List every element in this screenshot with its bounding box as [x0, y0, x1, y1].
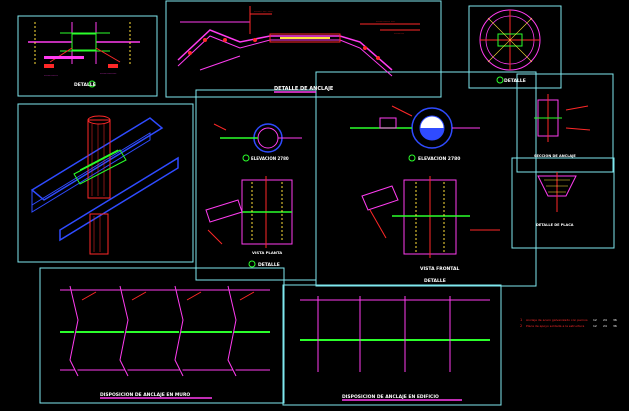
isometric-drawing — [30, 115, 179, 255]
svg-text:------ --- ----: ------ --- ---- — [254, 9, 273, 13]
legend-table: 1 Anclaje de acero galvanizado con perno… — [520, 318, 617, 328]
frame-isometric[interactable] — [17, 103, 194, 263]
legend-mark: 2 — [520, 324, 522, 328]
svg-text:-----------: ----------- — [44, 73, 59, 77]
center-left-drawing: ELEVACION 2780 VISTA PLANTA DETALLE — [205, 123, 302, 268]
frame-detail-a[interactable] — [17, 15, 158, 97]
legend-row: 1 Anclaje de acero galvanizado con perno… — [520, 318, 617, 322]
frame-right-upper[interactable] — [516, 73, 614, 173]
legend-mark: 1 — [520, 318, 522, 322]
detail-b-title: DETALLE — [504, 78, 526, 84]
legend-q2: 24 — [603, 318, 607, 322]
legend-q3: 36 — [613, 318, 617, 322]
layout-right-drawing: DISPOSICION DE ANCLAJE EN EDIFICIO — [300, 296, 490, 401]
plan-circle-drawing: DETALLE — [479, 9, 541, 84]
layout-left-title: DISPOSICION DE ANCLAJE EN MURO — [100, 392, 190, 398]
anchor-detail-title: DETALLE DE ANCLAJE — [274, 86, 334, 92]
layout-right-title: DISPOSICION DE ANCLAJE EN EDIFICIO — [342, 394, 439, 400]
layout-left-drawing: DISPOSICION DE ANCLAJE EN MURO — [60, 285, 270, 399]
svg-text:-------------: ------------- — [100, 71, 117, 75]
legend-row: 2 Placa de apoyo soldada a la estructura… — [520, 324, 617, 328]
elevation-2-title: ELEVACION 2780 — [418, 156, 460, 162]
detail-a-title: DETALLE — [74, 82, 96, 88]
viewport-frames — [17, 0, 615, 406]
svg-text:--------: -------- — [394, 31, 405, 35]
detail-d-title: DETALLE — [424, 278, 446, 284]
detail-c-title: DETALLE — [258, 262, 280, 268]
legend-q1: 12 — [593, 318, 597, 322]
elevation-1-title: ELEVACION 2780 — [251, 156, 289, 161]
frame-bottom-right[interactable] — [282, 284, 502, 406]
frame-anchor-detail[interactable] — [165, 0, 442, 98]
detail-a-drawing: ----------- ------------- DETALLE — [28, 22, 140, 88]
legend-q2: 24 — [603, 324, 607, 328]
legend-q3: 36 — [613, 324, 617, 328]
frame-top-right[interactable] — [468, 5, 562, 89]
section-right-title: SECCION DE ANCLAJE — [534, 154, 576, 158]
frame-center[interactable] — [315, 71, 537, 287]
anchor-detail-drawing: ------ --- ---- ----------- --- --------… — [177, 6, 420, 93]
frame-right-lower[interactable] — [511, 157, 615, 249]
frame-bottom-left[interactable] — [39, 267, 285, 404]
plan-view-title: VISTA PLANTA — [252, 250, 282, 255]
front-view-title: VISTA FRONTAL — [420, 266, 460, 272]
svg-text:----------- ---: ----------- --- — [376, 19, 396, 23]
center-drawing: ELEVACION 2780 VISTA FRONTAL DETALLE — [350, 105, 500, 284]
legend-text: Placa de apoyo soldada a la estructura — [526, 324, 585, 328]
plate-right-title: DETALLE DE PLACA — [536, 223, 574, 227]
legend-q1: 12 — [593, 324, 597, 328]
right-details-drawing: SECCION DE ANCLAJE DETALLE DE PLACA — [534, 94, 591, 227]
legend-text: Anclaje de acero galvanizado con pernos — [526, 318, 588, 322]
